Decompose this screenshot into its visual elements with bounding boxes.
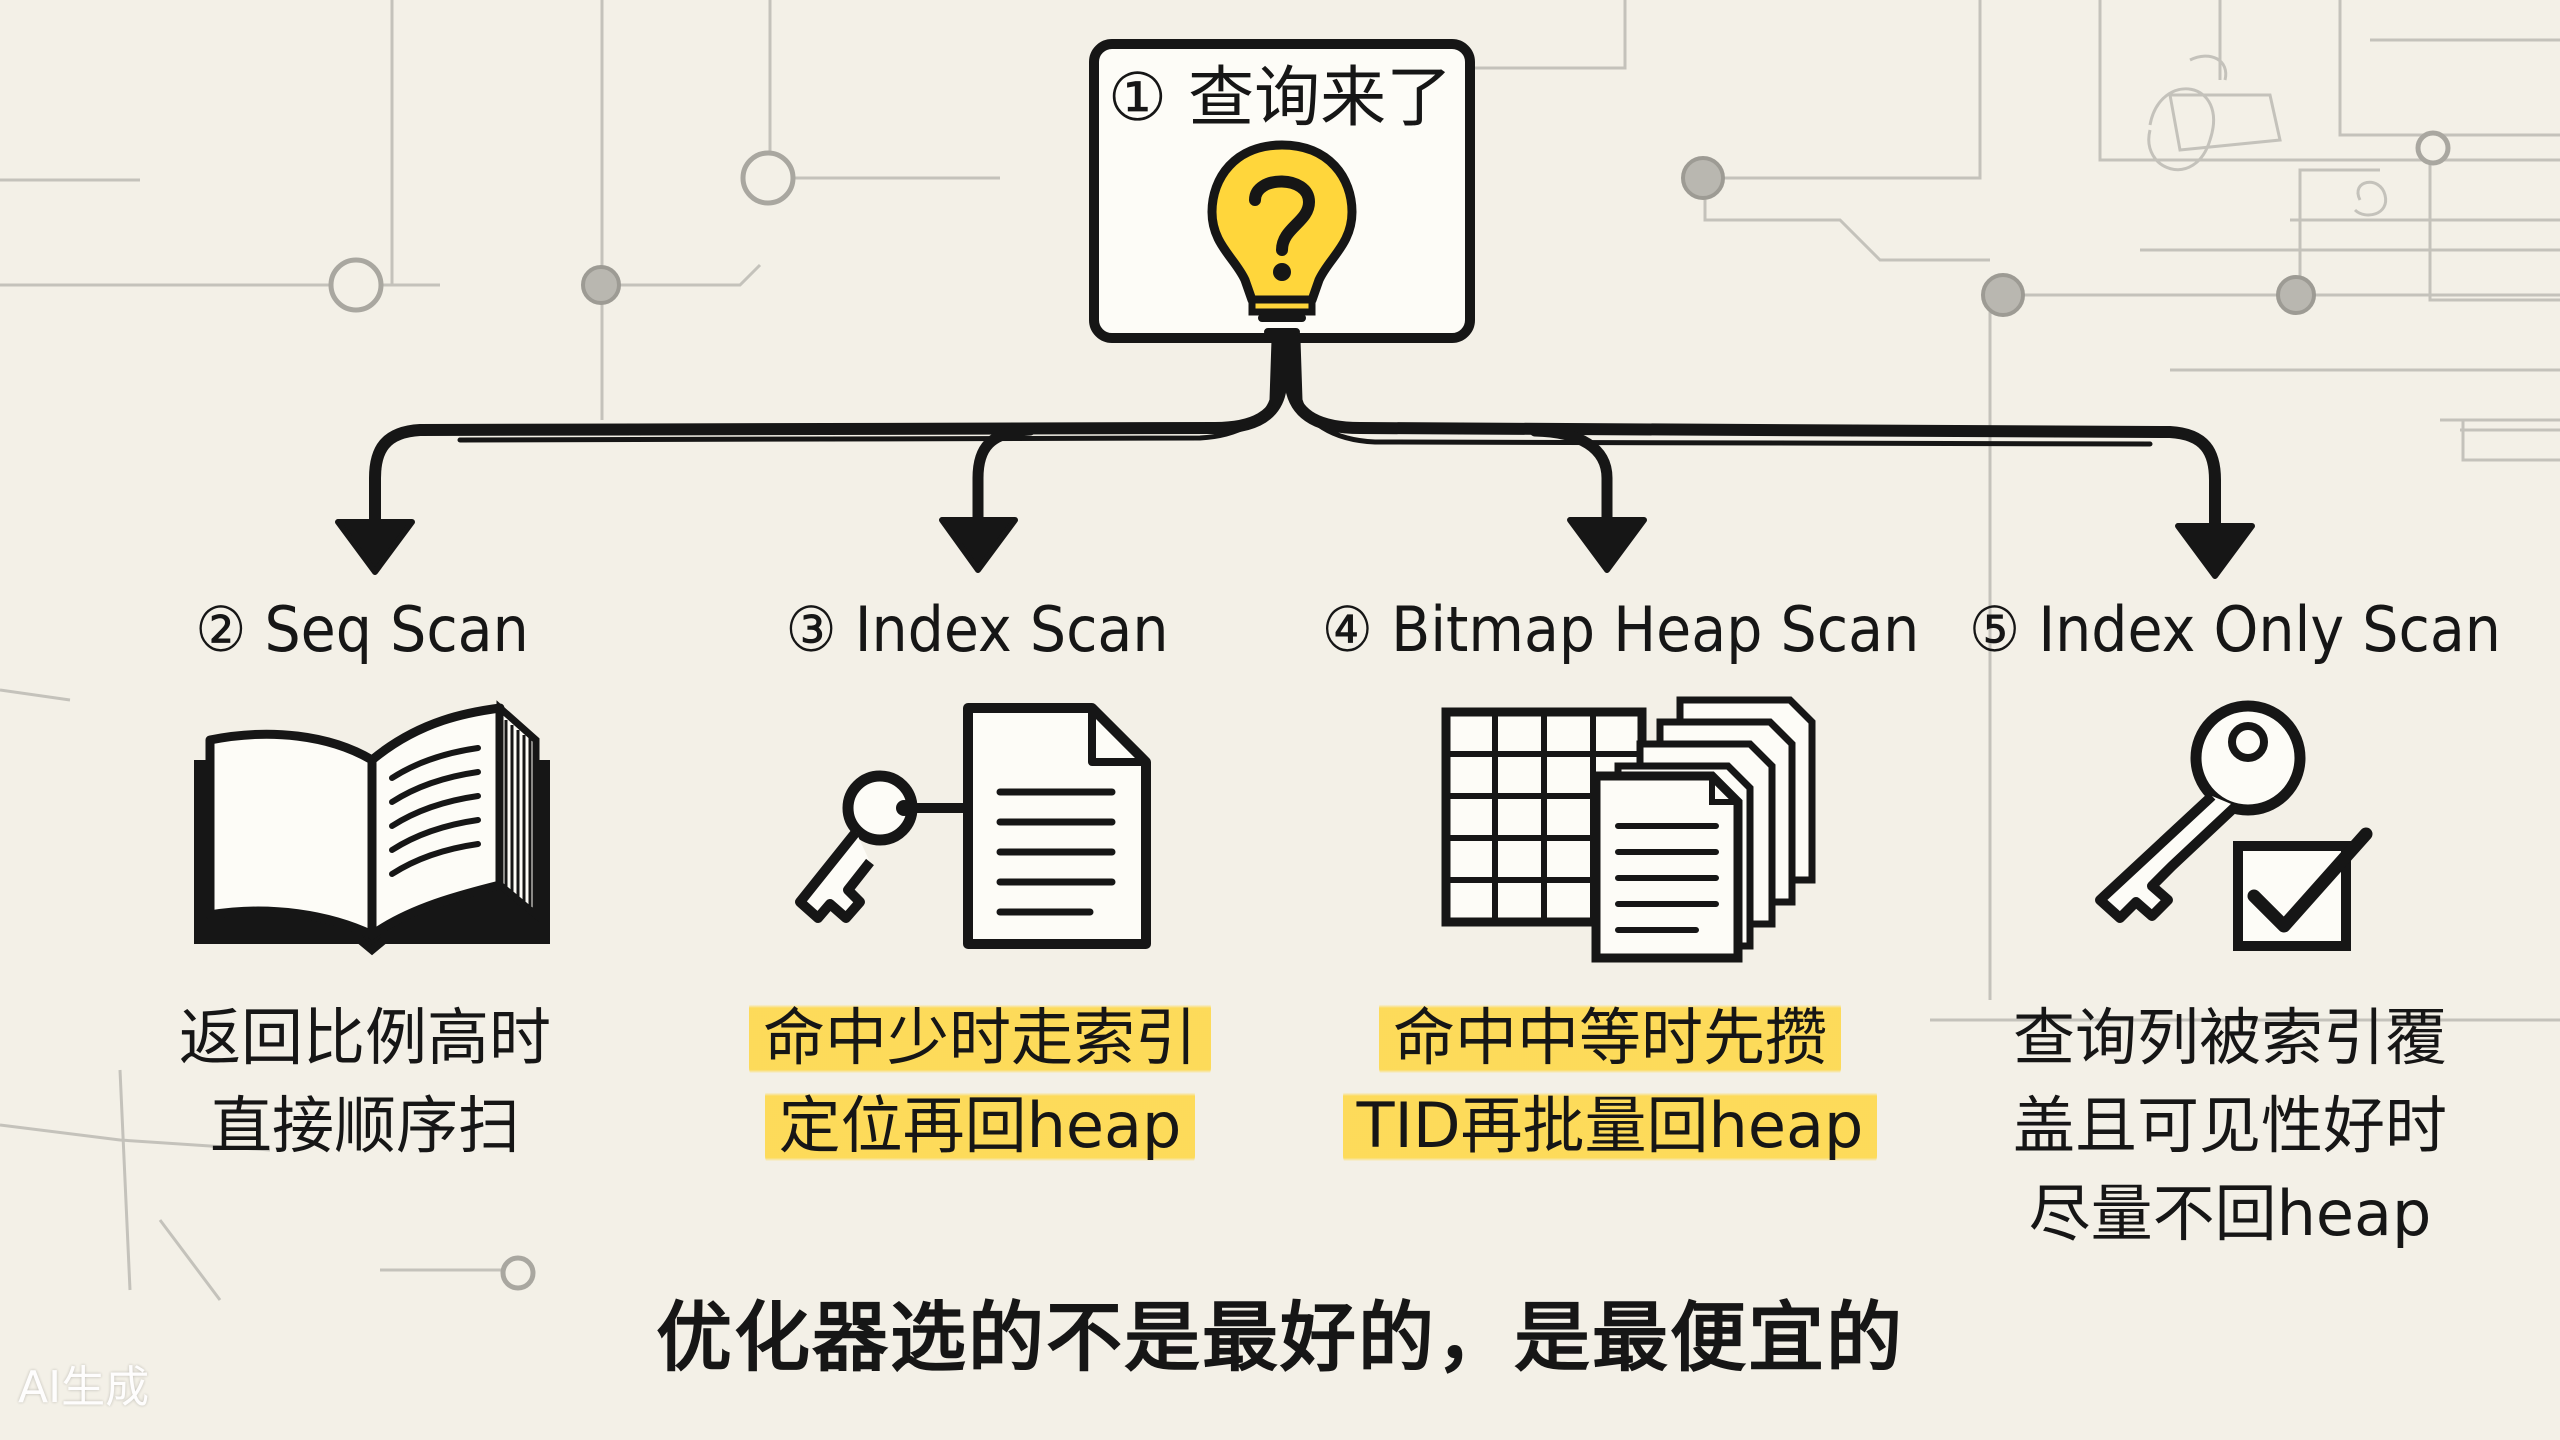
desc-line: 盖且可见性好时 [2012, 1089, 2447, 1162]
key-checkbox-icon [2095, 700, 2373, 951]
node-desc-seq-scan: 返回比例高时 直接顺序扫 [55, 994, 675, 1170]
lightbulb-question-icon [1207, 140, 1357, 336]
desc-line-highlighted: 命中少时走索引 [748, 994, 1211, 1082]
arrowhead-index [939, 517, 1018, 573]
grid-pages-icon [1441, 696, 1816, 963]
desc-line: 尽量不回heap [2028, 1177, 2432, 1250]
desc-line-highlighted: 命中中等时先攒 [1378, 994, 1841, 1082]
arrowhead-seq [335, 519, 415, 575]
root-box [1089, 39, 1475, 343]
open-book-icon [194, 700, 550, 956]
branch-line-index [972, 424, 1036, 528]
trunk-line-right [1284, 334, 2221, 536]
node-label-bitmap-heap-scan: ④ Bitmap Heap Scan [1321, 593, 1920, 666]
ai-generated-watermark: AI生成 [18, 1362, 150, 1413]
footer-caption: 优化器选的不是最好的，是最便宜的 [656, 1293, 1904, 1382]
desc-line: 返回比例高时 [178, 1001, 551, 1074]
node-desc-index-scan: 命中少时走索引 定位再回heap [670, 994, 1290, 1170]
node-desc-index-only-scan: 查询列被索引覆 盖且可见性好时 尽量不回heap [1920, 994, 2540, 1258]
arrowhead-indexonly [2175, 523, 2255, 579]
node-label-index-scan: ③ Index Scan [785, 593, 1169, 666]
desc-line: 查询列被索引覆 [2012, 1001, 2447, 1074]
arrowhead-bitmap [1567, 517, 1647, 573]
desc-line-highlighted: TID再批量回heap [1342, 1082, 1878, 1170]
node-label-seq-scan: ② Seq Scan [195, 593, 529, 666]
key-document-icon [795, 703, 1151, 949]
desc-line: 直接顺序扫 [209, 1089, 520, 1162]
desc-line-highlighted: 定位再回heap [764, 1082, 1196, 1170]
trunk-double-line [457, 337, 1277, 443]
node-label-index-only-scan: ⑤ Index Only Scan [1969, 593, 2501, 666]
branch-line-bitmap [1529, 425, 1613, 528]
root-label: ① 查询来了 [1107, 59, 1453, 136]
node-desc-bitmap-heap-scan: 命中中等时先攒 TID再批量回heap [1300, 994, 1920, 1170]
trunk-line [369, 334, 1288, 531]
